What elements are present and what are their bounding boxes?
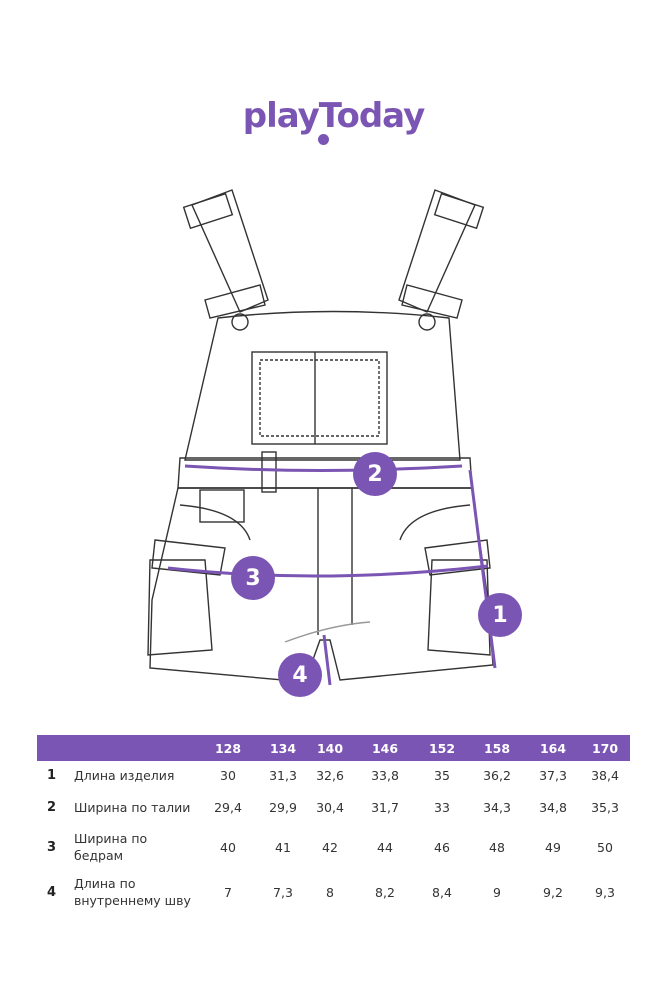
value-cell: 9 — [493, 885, 501, 900]
logo-dot — [318, 134, 329, 145]
right-cargo-pocket — [427, 559, 491, 656]
value-cell: 40 — [220, 840, 236, 855]
row-number: 3 — [47, 840, 57, 855]
marker-3: 3 — [231, 556, 275, 600]
value-cell: 44 — [377, 840, 393, 855]
marker-1: 1 — [478, 593, 522, 637]
value-cell: 49 — [545, 840, 561, 855]
bib — [184, 310, 461, 461]
size-cell: 140 — [316, 741, 344, 756]
value-cell: 8,4 — [432, 885, 452, 900]
row-label: Длина по внутреннему шву — [74, 876, 191, 908]
bib-pocket — [251, 351, 388, 445]
value-cell: 7 — [224, 885, 232, 900]
size-cell: 170 — [591, 741, 619, 756]
right-strap — [398, 189, 485, 331]
left-strap — [182, 189, 269, 331]
value-cell: 41 — [275, 840, 291, 855]
value-cell: 8,2 — [375, 885, 395, 900]
value-cell: 33 — [434, 800, 450, 815]
marker-4: 4 — [278, 653, 322, 697]
value-cell: 32,6 — [316, 768, 344, 783]
value-cell: 9,2 — [543, 885, 563, 900]
size-cell: 152 — [428, 741, 456, 756]
size-cell: 164 — [539, 741, 567, 756]
size-cell: 146 — [371, 741, 399, 756]
size-table: 128 134 140 146 152 158 164 170 1 Длина и… — [37, 735, 630, 908]
shorts — [149, 487, 494, 683]
value-cell: 36,2 — [483, 768, 511, 783]
row-number: 2 — [47, 800, 57, 815]
value-cell: 31,3 — [269, 768, 297, 783]
overalls-drawing — [147, 189, 497, 686]
value-cell: 34,8 — [539, 800, 567, 815]
size-cell: 158 — [483, 741, 511, 756]
value-cell: 37,3 — [539, 768, 567, 783]
brand-logo: playToday — [242, 96, 426, 136]
size-cell: 128 — [214, 741, 242, 756]
value-cell: 30 — [220, 768, 236, 783]
value-cell: 35 — [434, 768, 450, 783]
value-cell: 31,7 — [371, 800, 399, 815]
value-cell: 29,9 — [269, 800, 297, 815]
size-header: 128 134 140 146 152 158 164 170 — [37, 735, 630, 761]
value-cell: 50 — [597, 840, 613, 855]
value-cell: 30,4 — [316, 800, 344, 815]
waistband — [177, 457, 473, 489]
left-cargo-pocket — [147, 559, 213, 656]
value-cell: 9,3 — [595, 885, 615, 900]
marker-2: 2 — [353, 452, 397, 496]
value-cell: 48 — [489, 840, 505, 855]
value-cell: 8 — [326, 885, 334, 900]
value-cell: 38,4 — [591, 768, 619, 783]
row-number: 1 — [47, 768, 57, 783]
value-cell: 7,3 — [273, 885, 293, 900]
row-label: Длина изделия — [74, 768, 175, 783]
value-cell: 42 — [322, 840, 338, 855]
size-cell: 134 — [269, 741, 297, 756]
value-cell: 29,4 — [214, 800, 242, 815]
value-cell: 35,3 — [591, 800, 619, 815]
row-label: Ширина по талии — [74, 800, 191, 815]
measure-lines — [167, 464, 497, 686]
row-label: Ширина по бедрам — [74, 831, 148, 863]
value-cell: 46 — [434, 840, 450, 855]
value-cell: 34,3 — [483, 800, 511, 815]
value-cell: 33,8 — [371, 768, 399, 783]
row-number: 4 — [47, 885, 57, 900]
